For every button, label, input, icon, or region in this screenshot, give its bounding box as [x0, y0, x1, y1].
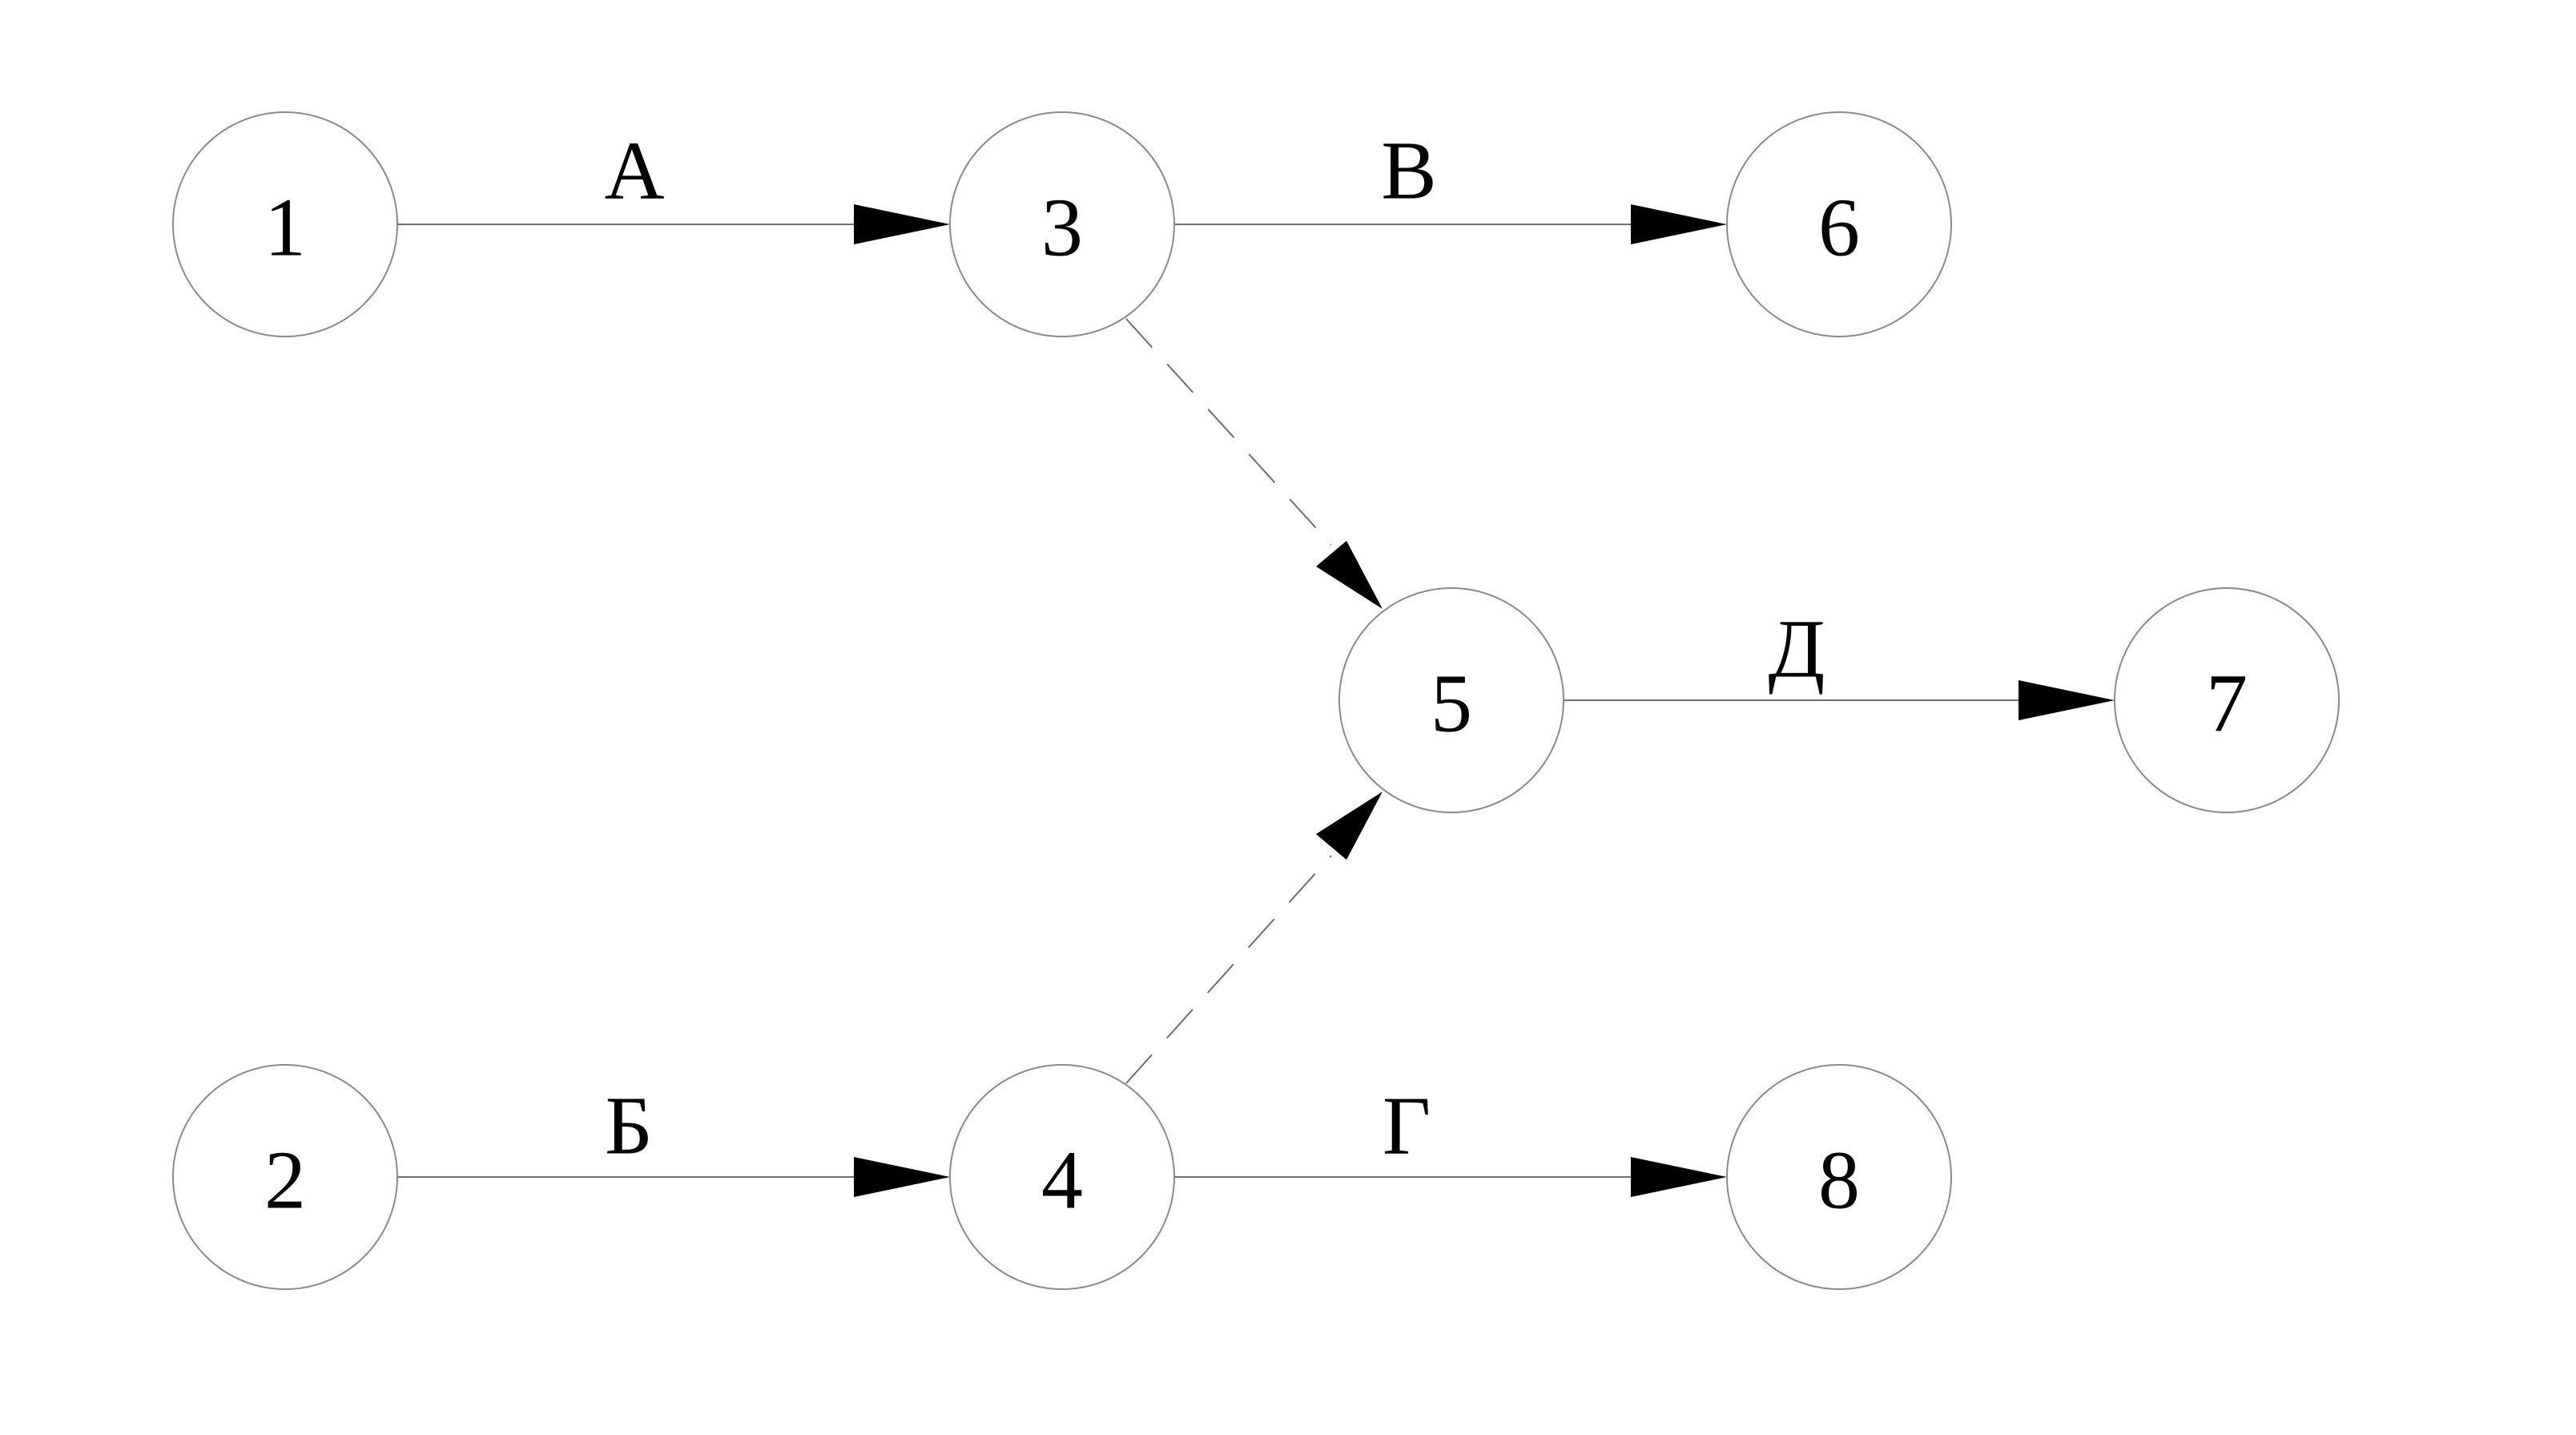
edge-3-5 — [1125, 318, 1383, 609]
edge-5-7-arrowhead — [2019, 680, 2115, 720]
node-6: 6 — [1726, 111, 1952, 337]
edges-layer: А В Б Г Д — [397, 125, 2115, 1197]
edge-1-3-arrowhead — [854, 204, 950, 244]
edge-4-8-label: Г — [1383, 1080, 1431, 1172]
node-1-label: 1 — [264, 182, 306, 274]
node-1-circle — [172, 111, 398, 337]
node-2: 2 — [172, 1064, 398, 1290]
node-3-circle — [949, 111, 1175, 337]
node-4: 4 — [949, 1064, 1175, 1290]
node-5: 5 — [1338, 587, 1564, 813]
edge-1-3: А — [397, 125, 950, 244]
edge-2-4-arrowhead — [854, 1157, 950, 1197]
node-8-label: 8 — [1818, 1135, 1860, 1227]
edge-5-7: Д — [1564, 603, 2115, 720]
node-5-label: 5 — [1431, 658, 1472, 750]
nodes-layer: 1 2 3 4 5 6 7 8 — [172, 111, 2340, 1290]
node-5-circle — [1338, 587, 1564, 813]
edge-3-5-arrowhead — [1316, 541, 1383, 609]
node-6-label: 6 — [1818, 182, 1860, 274]
node-7-label: 7 — [2206, 658, 2248, 750]
edge-1-3-label: А — [604, 125, 664, 217]
node-8-circle — [1726, 1064, 1952, 1290]
edge-2-4: Б — [397, 1080, 950, 1197]
edge-5-7-label: Д — [1769, 603, 1825, 695]
node-3: 3 — [949, 111, 1175, 337]
edge-3-5-line — [1125, 318, 1332, 546]
edge-3-6-label: В — [1381, 125, 1436, 217]
edge-4-8-arrowhead — [1631, 1157, 1727, 1197]
edge-3-6: В — [1174, 125, 1727, 244]
node-7: 7 — [2114, 587, 2340, 813]
node-4-circle — [949, 1064, 1175, 1290]
node-8: 8 — [1726, 1064, 1952, 1290]
edge-4-5 — [1125, 792, 1383, 1084]
edge-4-8: Г — [1174, 1080, 1727, 1197]
node-6-circle — [1726, 111, 1952, 337]
edge-4-5-arrowhead — [1316, 792, 1383, 860]
edge-2-4-label: Б — [605, 1080, 653, 1172]
node-2-circle — [172, 1064, 398, 1290]
node-2-label: 2 — [264, 1135, 306, 1227]
edge-3-6-arrowhead — [1631, 204, 1727, 244]
node-1: 1 — [172, 111, 398, 337]
edge-4-5-line — [1125, 855, 1332, 1084]
node-7-circle — [2114, 587, 2340, 813]
node-4-label: 4 — [1041, 1135, 1083, 1227]
node-3-label: 3 — [1041, 182, 1083, 274]
